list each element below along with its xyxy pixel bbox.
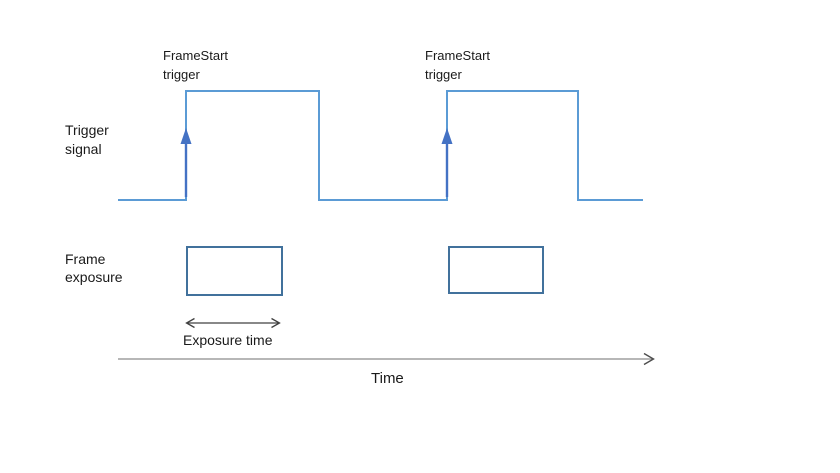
time-axis <box>118 352 655 366</box>
time-axis-label: Time <box>371 370 404 387</box>
up-arrowhead-icon <box>180 128 192 144</box>
up-arrowhead-icon <box>441 128 453 144</box>
frame-exposure-box-1 <box>186 246 283 296</box>
right-arrowhead-icon <box>271 317 281 329</box>
frame-exposure-label: Frame exposure <box>65 250 123 286</box>
rising-edge-arrow-1 <box>180 128 192 197</box>
frame-exposure-label-line2: exposure <box>65 269 123 285</box>
left-arrowhead-icon <box>185 317 195 329</box>
trigger-signal-label-line1: Trigger <box>65 122 109 138</box>
trigger-signal-waveform <box>118 90 643 201</box>
exposure-time-label: Exposure time <box>183 332 273 348</box>
framestart-trigger-label-2: FrameStart trigger <box>425 46 490 84</box>
framestart-trigger-label-line1: FrameStart <box>163 48 229 63</box>
trigger-signal-label: Trigger signal <box>65 121 109 159</box>
exposure-time-arrow <box>185 317 281 329</box>
frame-exposure-box-2 <box>448 246 544 294</box>
rising-edge-arrow-2 <box>441 128 453 197</box>
right-arrowhead-icon <box>643 352 655 366</box>
framestart-trigger-label-1: FrameStart trigger <box>163 46 228 84</box>
framestart-trigger-label-line2: trigger <box>163 67 200 82</box>
trigger-signal-label-line2: signal <box>65 141 102 157</box>
framestart-trigger-label-line1: FrameStart <box>425 48 491 63</box>
frame-exposure-label-line1: Frame <box>65 251 106 267</box>
framestart-trigger-label-line2: trigger <box>425 67 462 82</box>
